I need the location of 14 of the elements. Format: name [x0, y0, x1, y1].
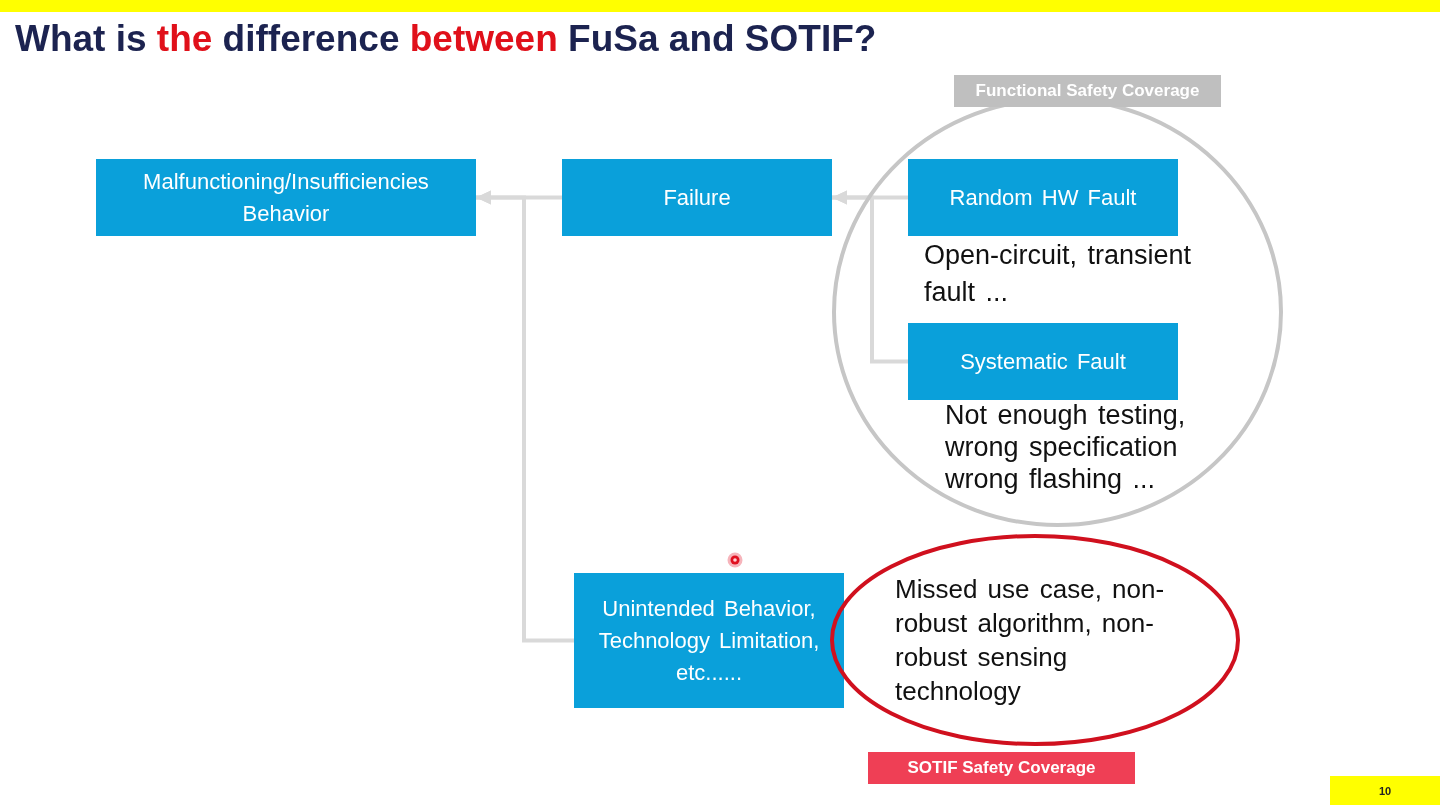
description-text: Open-circuit, transient fault ...: [924, 239, 1193, 309]
process-box: Random HW Fault: [908, 159, 1178, 236]
slide-title: What is the difference between FuSa and SOTIF?: [15, 17, 877, 61]
connector-arrow: [832, 190, 908, 364]
page-number: 10: [1330, 776, 1440, 805]
process-box: Failure: [562, 159, 832, 236]
process-box: Unintended Behavior, Technology Limitation, etc......: [574, 573, 844, 708]
description-text: Missed use case, non-robust algorithm, non-robust sensing technology: [895, 573, 1166, 708]
connector-arrow: [476, 190, 574, 643]
process-box: Systematic Fault: [908, 323, 1178, 400]
description-text: Not enough testing, wrong specification wrong flashing ...: [945, 399, 1187, 495]
coverage-tag: Functional Safety Coverage: [954, 75, 1221, 107]
coverage-tag: SOTIF Safety Coverage: [868, 752, 1135, 784]
process-box: Malfunctioning/Insufficiencies Behavior: [96, 159, 476, 236]
